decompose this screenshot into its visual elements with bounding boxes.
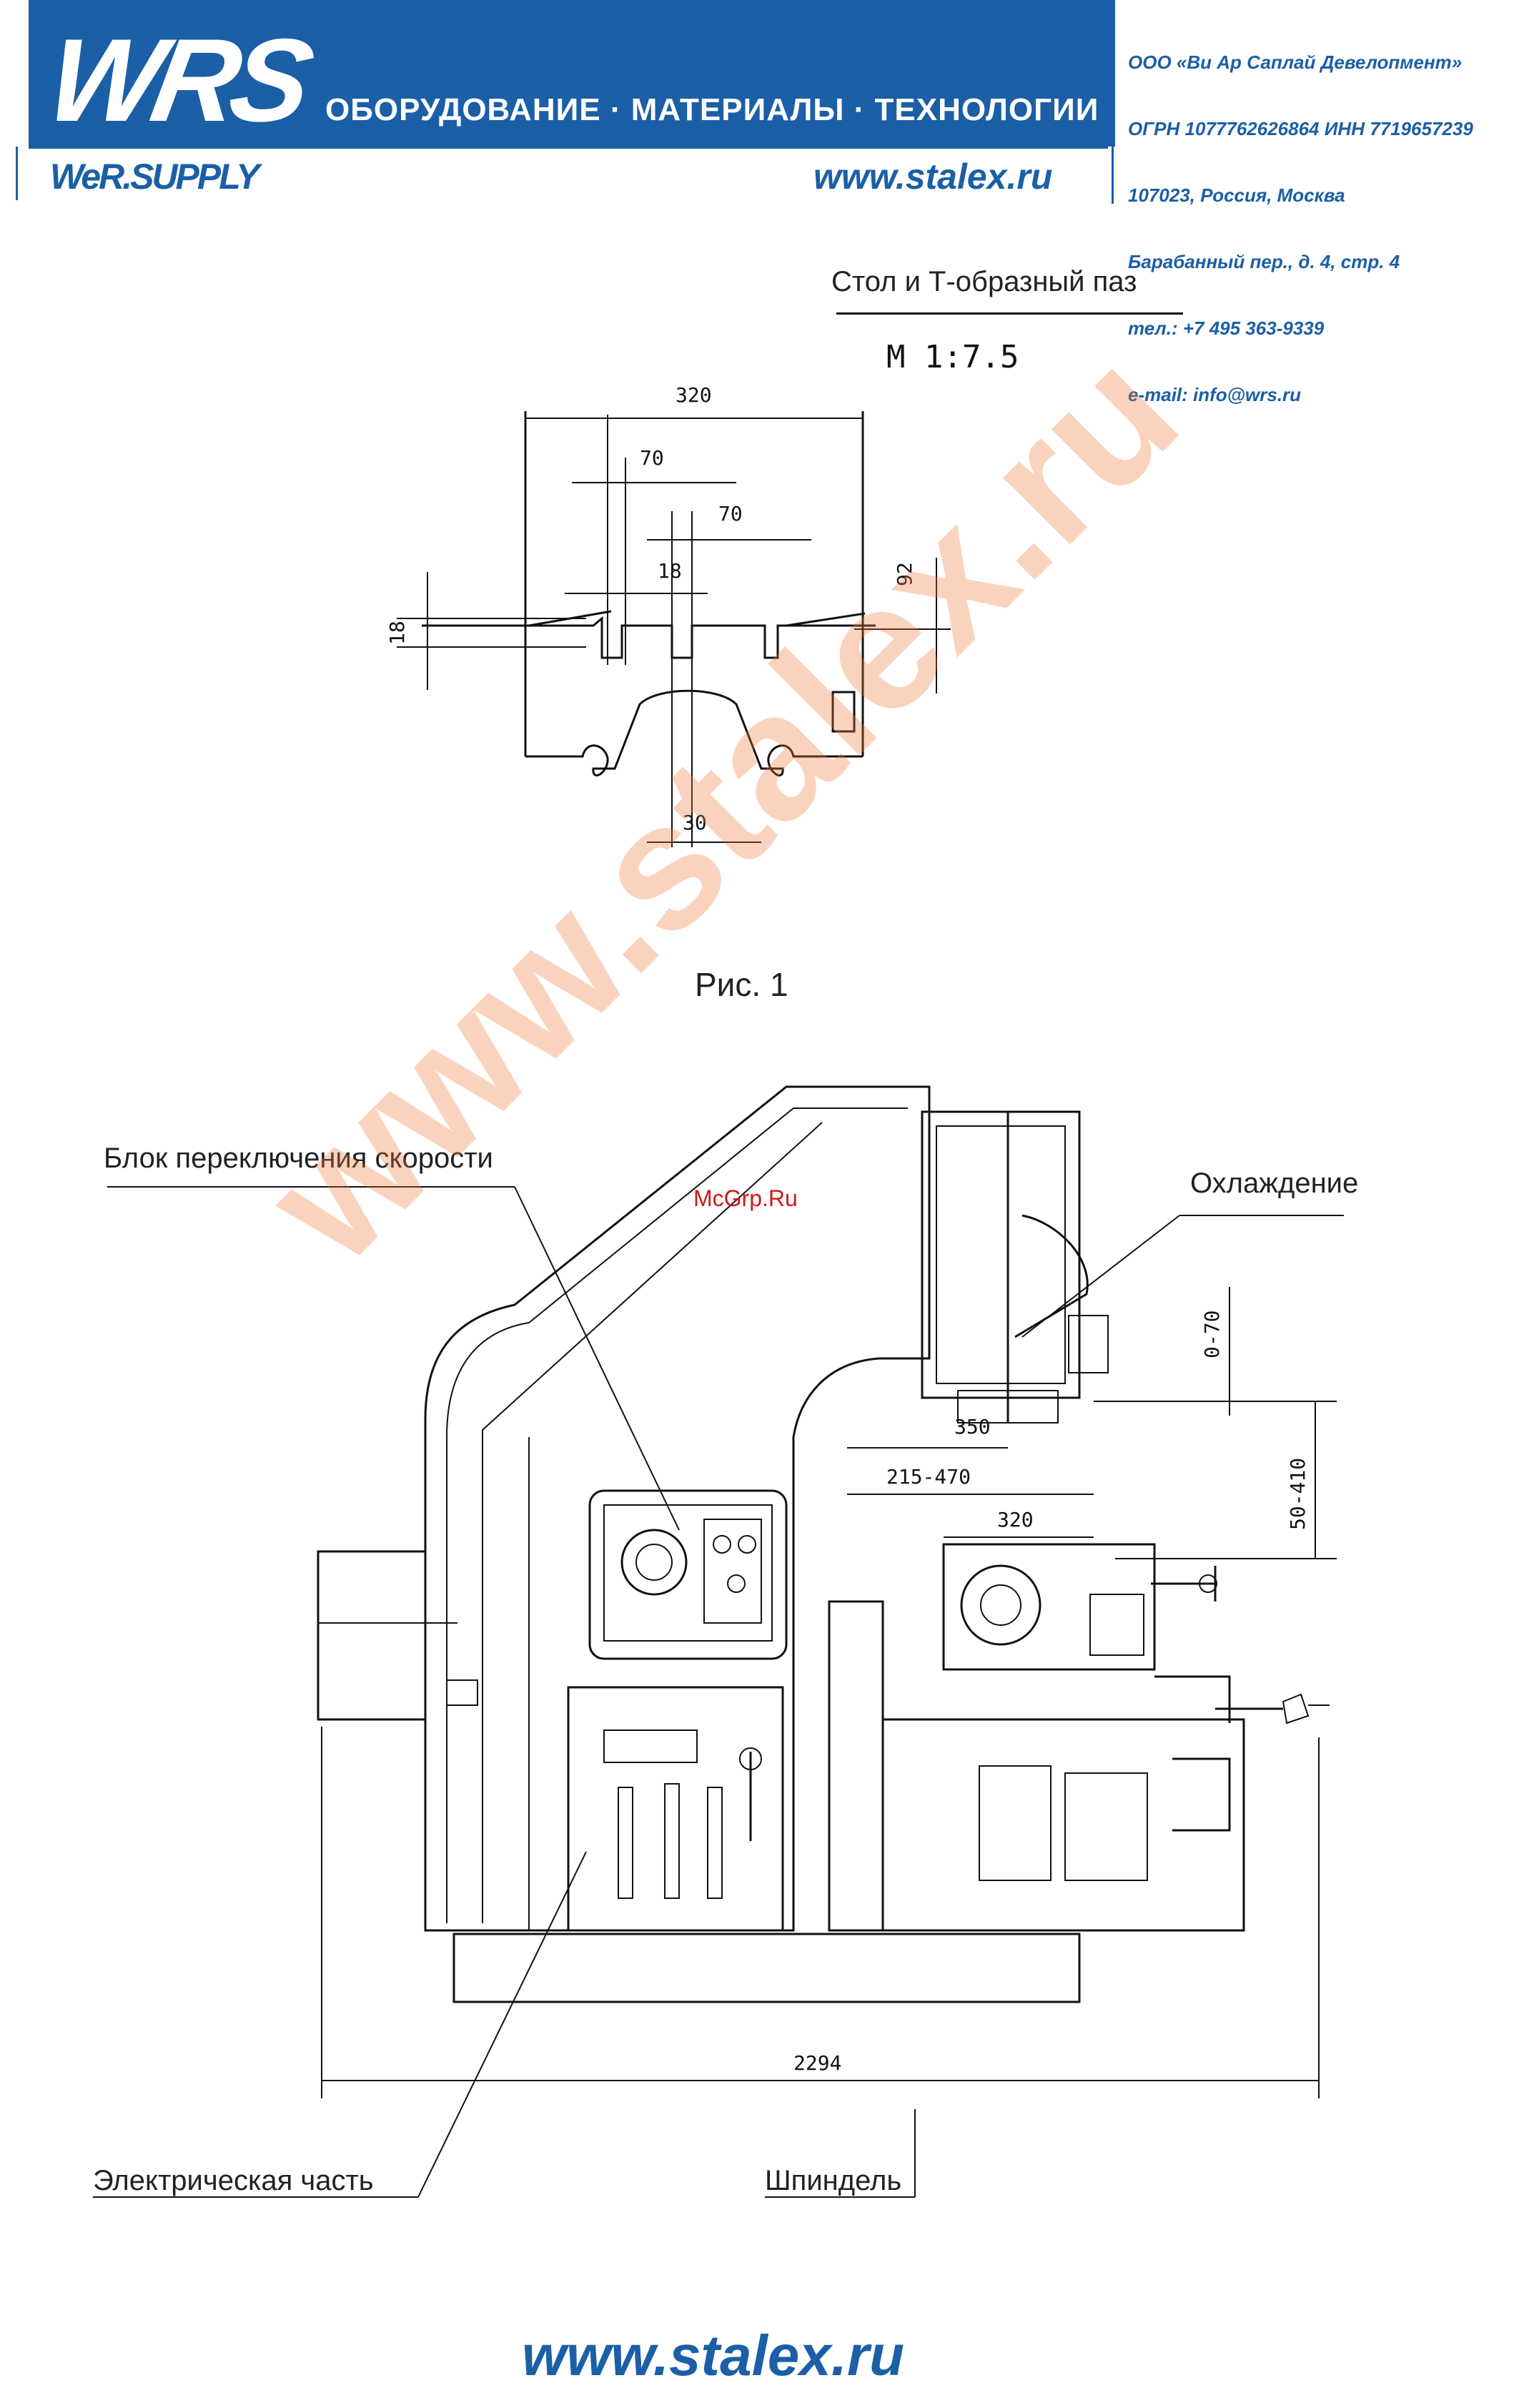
dim-92: 92 — [893, 562, 916, 586]
label-electrical: Электрическая часть — [93, 2165, 374, 2196]
label-spindle: Шпиндель — [765, 2165, 902, 2196]
dim-215-470: 215-470 — [886, 1465, 971, 1489]
dim-2294: 2294 — [793, 2051, 841, 2075]
dim-70: 70 — [640, 446, 664, 470]
header-divider — [1112, 147, 1114, 204]
label-speed-block: Блок переключения скорости — [104, 1143, 493, 1174]
header-website-link[interactable]: www.stalex.ru — [813, 157, 1053, 197]
dimension-lines — [397, 415, 951, 847]
company-line: e-mail: info@wrs.ru — [1128, 384, 1302, 405]
dim-18: 18 — [385, 621, 409, 645]
callout-lines — [93, 1186, 1344, 2198]
header-banner — [29, 0, 1115, 147]
figure1-scale: M 1:7.5 — [886, 339, 1019, 375]
machine-dimension-lines — [321, 1287, 1337, 2098]
dim-0-70: 0-70 — [1200, 1311, 1224, 1358]
footer-website-link[interactable]: www.stalex.ru — [522, 2324, 904, 2387]
wesupply-logo: WeR.SUPPLY — [50, 157, 259, 197]
company-line: Барабанный пер., д. 4, стр. 4 — [1128, 251, 1400, 272]
dim-70: 70 — [718, 502, 743, 525]
title-underline — [836, 312, 1183, 315]
header-rule — [29, 147, 1108, 149]
header-divider — [16, 147, 18, 200]
company-line: ОГРН 1077762626864 ИНН 7719657239 — [1128, 118, 1473, 139]
machine-body — [317, 1085, 1330, 2003]
dim-50-410: 50-410 — [1286, 1458, 1310, 1530]
label-cooling: Охлаждение — [1190, 1168, 1359, 1199]
company-line: ООО «Ви Ар Саплай Девелопмент» — [1128, 51, 1463, 73]
company-info: ООО «Ви Ар Саплай Девелопмент» ОГРН 1077… — [1128, 7, 1473, 428]
figure1-caption: Рис. 1 — [695, 966, 788, 1003]
figure1-title: Стол и Т-образный паз — [831, 266, 1137, 297]
header-tagline: ОБОРУДОВАНИЕ · МАТЕРИАЛЫ · ТЕХНОЛОГИИ — [325, 92, 1099, 127]
company-line: тел.: +7 495 363-9339 — [1128, 317, 1325, 339]
dim-350: 350 — [954, 1415, 991, 1439]
dim-30: 30 — [683, 811, 707, 834]
dim-320: 320 — [676, 383, 712, 407]
company-line: 107023, Россия, Москва — [1128, 184, 1345, 206]
dim-320: 320 — [997, 1508, 1034, 1531]
mcgrp-watermark: McGrp.Ru — [693, 1185, 798, 1211]
dim-18: 18 — [658, 559, 682, 583]
